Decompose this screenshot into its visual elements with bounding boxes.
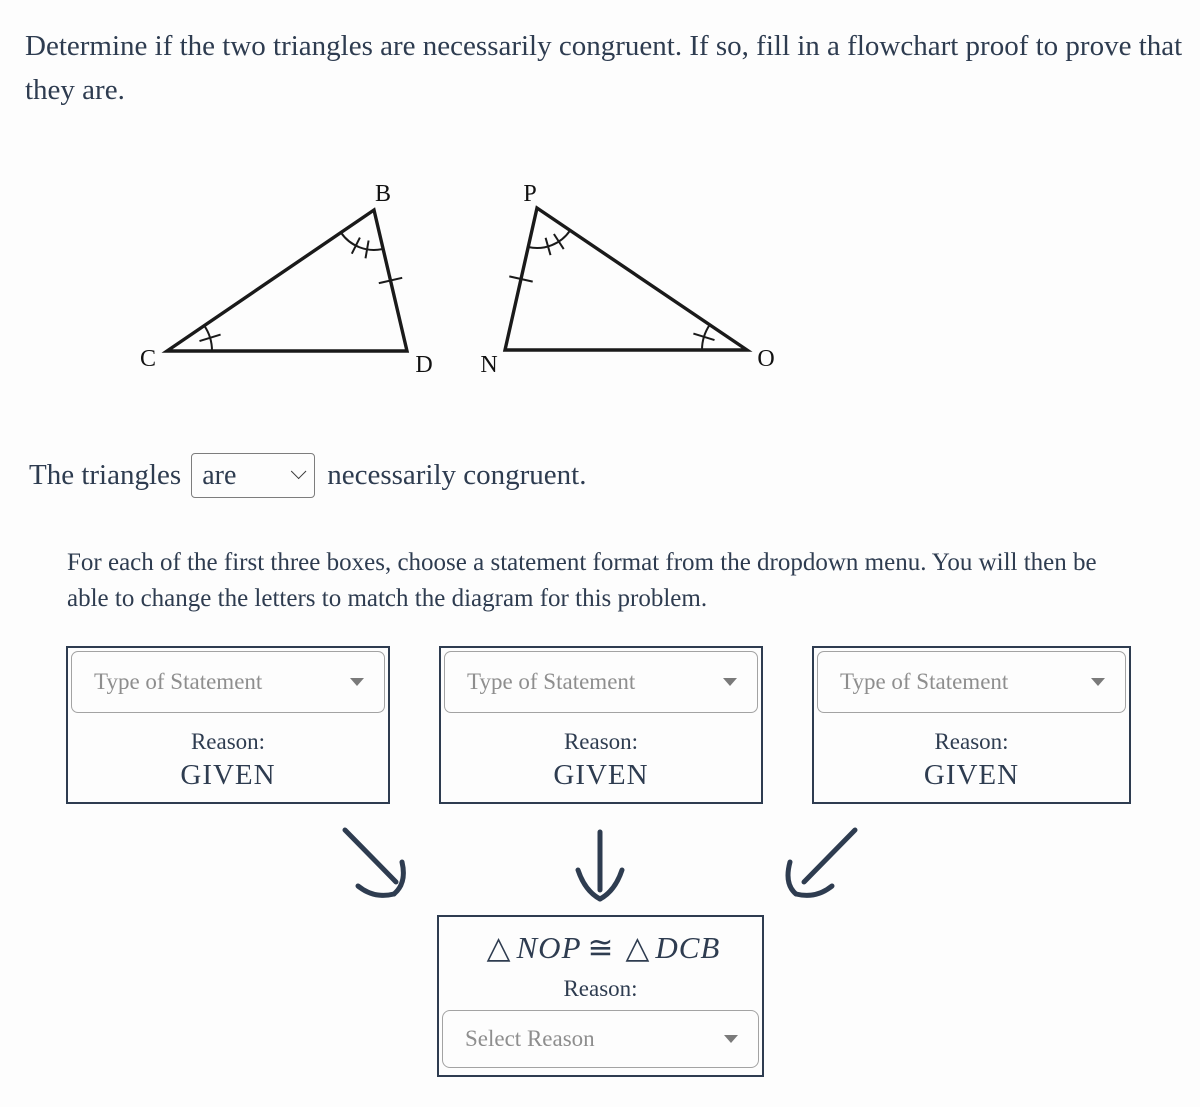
- statement-type-select-3[interactable]: Type of Statement: [817, 651, 1126, 713]
- flow-arrow-left: [342, 827, 406, 898]
- statement-box-1: Type of Statement Reason: GIVEN: [66, 646, 390, 804]
- triangle-diagram: B C D P N O: [140, 181, 775, 378]
- select-reason-placeholder: Select Reason: [465, 1026, 595, 1051]
- reason-label-1: Reason:: [190, 729, 266, 754]
- statement-box-2: Type of Statement Reason: GIVEN: [439, 646, 763, 804]
- angle-mark-P-ticks: [544, 233, 565, 256]
- vertex-label-B: B: [375, 181, 391, 207]
- select-reason-dropdown[interactable]: Select Reason: [442, 1010, 759, 1068]
- vertex-label-P: P: [523, 181, 536, 207]
- flow-arrows: [342, 827, 858, 902]
- angle-mark-B-ticks: [350, 237, 370, 259]
- right-triangle-name: DCB: [655, 930, 721, 965]
- caret-down-icon: [1091, 678, 1105, 686]
- given-boxes-row: Type of Statement Reason: GIVEN Type of …: [66, 646, 1131, 804]
- conclusion-box: △NOP≅△DCB Reason: Select Reason: [437, 915, 764, 1077]
- reason-value-2: GIVEN: [553, 759, 649, 791]
- sentence-prefix: The triangles: [29, 459, 182, 491]
- congruence-sentence: The triangles are necessarily congruent.: [25, 453, 591, 498]
- flow-arrow-right: [785, 827, 858, 898]
- flow-arrow-middle: [575, 829, 625, 902]
- instructions-text: For each of the first three boxes, choos…: [67, 549, 1097, 612]
- side-mark-PN-tick: [509, 275, 533, 283]
- reason-value-3: GIVEN: [923, 759, 1020, 791]
- caret-down-icon: [350, 678, 364, 686]
- vertex-label-D: D: [415, 352, 432, 378]
- vertex-label-C: C: [140, 346, 156, 372]
- statement-type-select-2[interactable]: Type of Statement: [444, 651, 758, 713]
- statement-box-3: Type of Statement Reason: GIVEN: [812, 646, 1131, 804]
- vertex-label-N: N: [480, 352, 497, 378]
- left-triangle-shape: [161, 207, 410, 353]
- problem-title: Determine if the two triangles are neces…: [25, 30, 1183, 106]
- are-arenot-value: are: [202, 459, 237, 491]
- are-arenot-select[interactable]: are: [191, 453, 316, 498]
- statement-type-placeholder-3: Type of Statement: [840, 669, 1009, 694]
- left-triangle-name: NOP: [516, 930, 582, 965]
- angle-mark-O-tick: [693, 332, 715, 342]
- reason-label-2: Reason:: [563, 729, 639, 754]
- chevron-down-icon: [291, 463, 307, 480]
- triangle-symbol: △: [486, 930, 511, 965]
- caret-down-icon: [724, 1035, 738, 1043]
- side-mark-BD-tick: [378, 276, 403, 285]
- caret-down-icon: [723, 678, 737, 686]
- right-triangle-shape: [502, 205, 753, 352]
- statement-type-select-1[interactable]: Type of Statement: [71, 651, 385, 713]
- conclusion-reason-label: Reason:: [563, 976, 638, 1001]
- angle-mark-C-tick: [199, 333, 221, 343]
- angle-mark-P-arc: [527, 229, 571, 249]
- congruence-statement: △NOP≅△DCB: [439, 930, 762, 966]
- reason-value-1: GIVEN: [180, 759, 276, 791]
- triangle-symbol: △: [625, 930, 650, 965]
- angle-mark-B-arc: [340, 231, 384, 251]
- statement-type-placeholder-1: Type of Statement: [94, 669, 263, 694]
- sentence-suffix: necessarily congruent.: [327, 459, 587, 491]
- congruent-symbol: ≅: [587, 930, 614, 965]
- reason-label-3: Reason:: [934, 729, 1009, 754]
- statement-type-placeholder-2: Type of Statement: [467, 669, 636, 694]
- vertex-label-O: O: [757, 346, 774, 372]
